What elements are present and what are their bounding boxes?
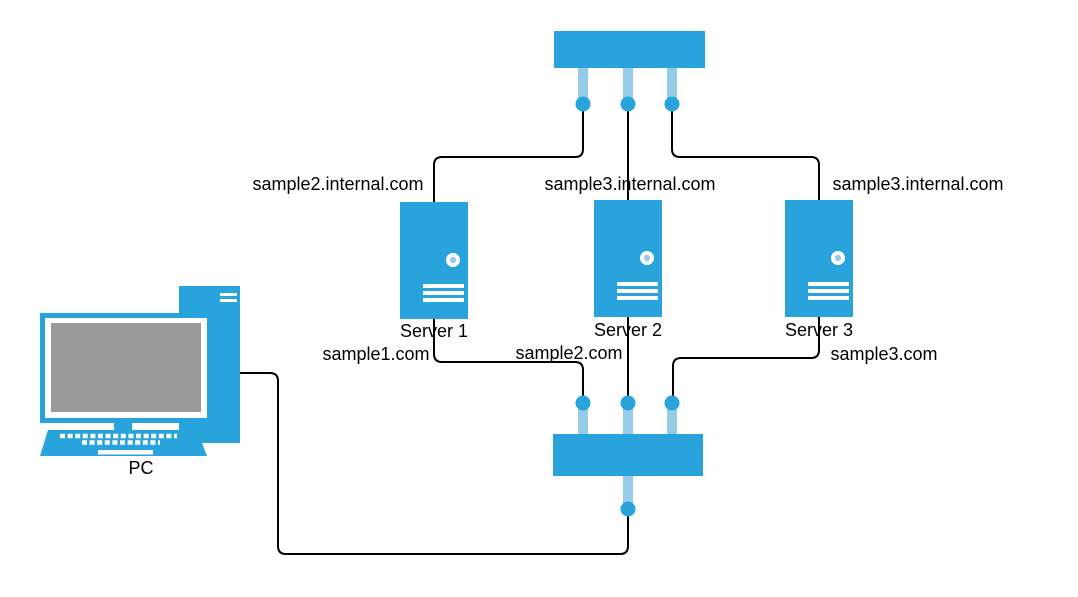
server-vent	[808, 296, 849, 300]
server-3	[785, 200, 853, 317]
server-power-led-center	[834, 254, 842, 262]
bottom-switch-body	[553, 434, 703, 476]
link-label-external-2: sample2.com	[515, 343, 623, 363]
server3-label: Server 3	[784, 320, 854, 340]
bottom-switch-port-stub	[623, 404, 633, 436]
link-label-external-1: sample1.com	[322, 344, 430, 364]
server1-label: Server 1	[399, 321, 469, 341]
server-vent	[423, 284, 464, 288]
top-switch-port-connector	[664, 96, 680, 112]
top-switch-body	[554, 31, 705, 68]
link-label-internal-1: sample2.internal.com	[252, 174, 424, 194]
pc-tower-vent	[220, 293, 237, 296]
wires	[240, 104, 820, 555]
server-vent	[617, 296, 658, 300]
bottom-switch-port-connector	[575, 395, 591, 411]
server-vent	[617, 289, 658, 293]
link-label-external-3: sample3.com	[830, 344, 938, 364]
server2-label: Server 2	[593, 320, 663, 340]
wire-bottom-switch-to-pc	[240, 372, 629, 555]
bottom-switch-port-connector	[620, 395, 636, 411]
bottom-switch-port-stub	[578, 404, 588, 436]
link-label-internal-2: sample3.internal.com	[544, 174, 716, 194]
bottom-switch-port-connector	[664, 395, 680, 411]
link-label-internal-3: sample3.internal.com	[832, 174, 1004, 194]
top-switch-port-connector	[575, 96, 591, 112]
wire-top-switch-to-server1	[433, 104, 584, 203]
wire-top-switch-to-server3	[671, 104, 820, 201]
server-2	[594, 200, 662, 317]
pc-monitor-screen	[51, 323, 201, 412]
server-vent	[808, 289, 849, 293]
server-vent	[617, 282, 658, 286]
pc-tower-vent	[220, 299, 237, 302]
bottom-switch	[553, 395, 703, 517]
server-power-led-center	[449, 256, 457, 264]
wire-server3-to-bottom-switch	[672, 317, 820, 404]
bottom-switch-downlink-stub	[623, 474, 633, 506]
server-1	[400, 202, 468, 319]
top-switch-port-stub	[623, 64, 633, 102]
server-vent	[808, 282, 849, 286]
bottom-switch-port-stub	[667, 404, 677, 436]
wire-server1-to-bottom-switch	[433, 319, 584, 404]
server-vent	[423, 291, 464, 295]
top-switch	[554, 31, 705, 112]
server-power-led-center	[643, 254, 651, 262]
top-switch-port-stub	[578, 64, 588, 102]
pc	[40, 286, 240, 456]
top-switch-port-connector	[620, 96, 636, 112]
pc-monitor-stand	[114, 422, 132, 431]
bottom-switch-downlink-connector	[620, 501, 636, 517]
top-switch-port-stub	[667, 64, 677, 102]
pc-label: PC	[128, 458, 154, 478]
pc-keyboard-spacebar	[98, 450, 153, 455]
server-vent	[423, 298, 464, 302]
